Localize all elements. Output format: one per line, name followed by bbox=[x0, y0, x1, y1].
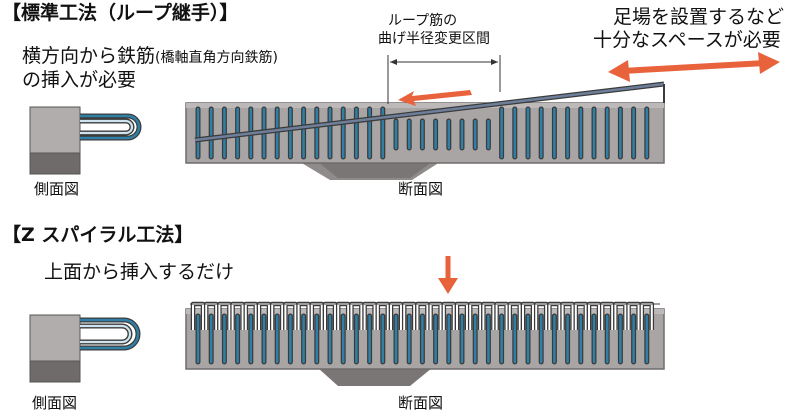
standard-section-label: 断面図 bbox=[398, 180, 444, 198]
spiral-bars bbox=[195, 313, 650, 365]
standard-side-view bbox=[29, 106, 142, 175]
spiral-side-view bbox=[29, 314, 141, 383]
standard-insert-text-line2: の挿入が必要 bbox=[22, 69, 137, 91]
standard-title: 【標準工法（ループ継手）】 bbox=[2, 2, 239, 24]
standard-insert-text-paren: (橋軸直角方向鉄筋) bbox=[155, 50, 278, 66]
spiral-section-view bbox=[185, 256, 665, 386]
standard-section-view bbox=[185, 55, 665, 180]
loop-annotation-line1: ループ筋の bbox=[388, 13, 458, 29]
space-text-line2: 十分なスペースが必要 bbox=[593, 29, 781, 51]
spiral-top-loops bbox=[190, 301, 660, 330]
standard-insert-text-line1: 横方向から鉄筋(橋軸直角方向鉄筋) bbox=[22, 47, 278, 66]
loop-annotation-line2: 曲げ半径変更区間 bbox=[378, 31, 490, 47]
insert-direction-arrow bbox=[398, 90, 472, 106]
spiral-title: 【Z スパイラル工法】 bbox=[2, 224, 194, 246]
standard-loop-bars bbox=[195, 106, 650, 160]
space-arrow bbox=[608, 52, 780, 82]
standard-side-label: 側面図 bbox=[34, 180, 80, 198]
spiral-insert-text: 上面から挿入するだけ bbox=[44, 261, 235, 283]
spiral-section-label: 断面図 bbox=[398, 394, 444, 412]
space-text-line1: 足場を設置するなど bbox=[613, 6, 785, 28]
top-insert-arrow-head bbox=[438, 278, 458, 294]
spiral-side-label: 側面図 bbox=[32, 394, 78, 412]
standard-insert-text-main: 横方向から鉄筋 bbox=[22, 45, 156, 67]
